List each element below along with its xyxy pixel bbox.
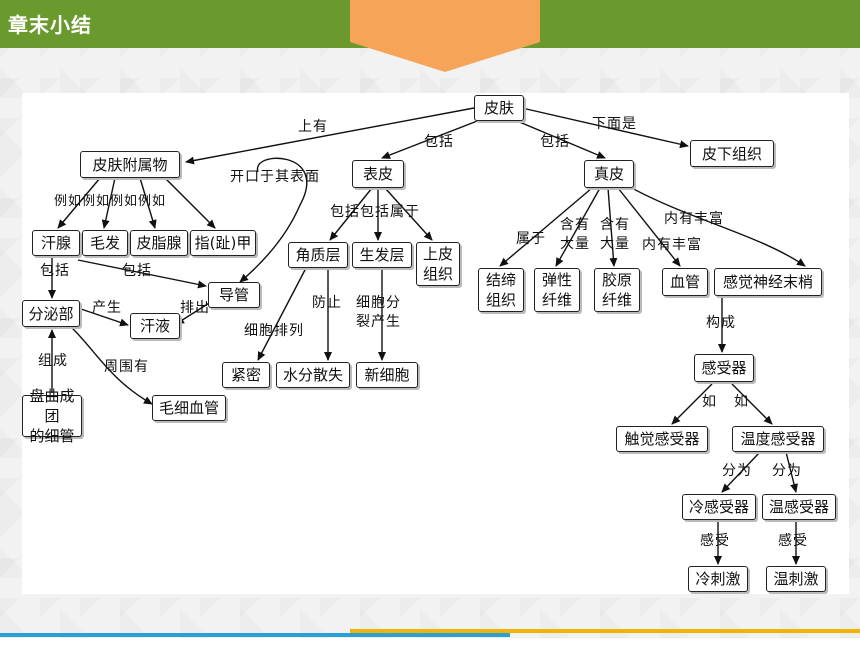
node-zhijia: 指(趾)甲 [190,230,256,256]
node-maofa: 毛发 [82,230,128,256]
node-zhenpi: 真皮 [584,160,634,188]
node-jiaozhiceng: 角质层 [288,242,348,268]
node-jiaoyuan-xianwei: 胶原 纤维 [594,268,640,312]
label-ru-1: 如 [702,394,717,410]
label-baokuo-fenmibu: 包括 [40,263,70,279]
label-zucheng: 组成 [38,353,68,369]
label-xibao-pailie: 细胞排列 [244,323,304,339]
label-ganshou-2: 感受 [778,533,808,549]
node-wen-cijia: 温刺激 [766,566,826,592]
node-hanxian: 汗腺 [32,230,80,256]
label-zhouweiyou: 周围有 [104,359,149,375]
node-ganshouqi: 感受器 [694,354,754,382]
label-neiyou-2: 内有丰富 [642,237,702,253]
label-hanyou-2: 含有 大量 [600,217,630,252]
label-paichu: 排出 [180,300,210,316]
node-wendu-ganshouqi: 温度感受器 [732,426,824,452]
node-panqu: 盘曲成团 的细管 [22,387,82,445]
node-xueguan: 血管 [662,268,708,296]
node-wen-ganshouqi: 温感受器 [762,494,836,520]
node-leng-ganshouqi: 冷感受器 [682,494,756,520]
node-jinmi: 紧密 [222,362,270,388]
label-fenwei-1: 分为 [722,463,752,479]
node-maoxi-xueguan: 毛细血管 [152,395,226,421]
node-pizhixian: 皮脂腺 [130,230,188,256]
node-hanye: 汗液 [130,313,180,339]
label-baokuo-zhenpi: 包括 [540,134,570,150]
label-ru-2: 如 [734,394,749,410]
node-ganjue-shenjing: 感觉神经末梢 [714,268,822,296]
node-jiedi-zuzhi: 结缔 组织 [478,268,524,312]
label-baokuo-daoguan: 包括 [122,263,152,279]
label-goucheng: 构成 [706,315,736,331]
label-shangyou: 上有 [298,119,328,135]
node-shuifen-sanshi: 水分散失 [276,362,350,388]
node-tanxing-xianwei: 弹性 纤维 [534,268,580,312]
label-baokuo-biaopi: 包括 [424,134,454,150]
node-shengfaceng: 生发层 [352,242,412,268]
label-hanyou-1: 含有 大量 [560,217,590,252]
node-leng-cijia: 冷刺激 [688,566,748,592]
label-baokuo-shuyu: 包括包括属于 [330,204,420,220]
header-tab-decoration [350,0,540,72]
label-chansheng: 产生 [92,300,122,316]
label-kaikou: 开口于其表面 [230,169,320,185]
node-pifu: 皮肤 [474,95,524,121]
footer-stripe-blue [0,633,510,637]
label-fangzhi: 防止 [312,295,342,311]
slide-title: 章末小结 [8,13,92,37]
label-fenwei-2: 分为 [772,463,802,479]
footer-stripe-yellow [350,629,860,633]
label-shuyu: 属于 [516,231,546,247]
label-neiyou-1: 内有丰富 [664,211,724,227]
label-xibao-fenlie: 细胞分 裂产生 [356,295,401,330]
label-ganshou-1: 感受 [700,533,730,549]
label-xiamianshi: 下面是 [592,116,637,132]
node-biaopi: 表皮 [352,160,404,188]
node-daoguan: 导管 [208,282,260,308]
node-pixia-zuzhi: 皮下组织 [690,140,774,167]
label-liru: 例如例如例如例如 [54,194,167,209]
node-xin-xibao: 新细胞 [356,362,418,388]
node-shangpi-zuzhi: 上皮 组织 [416,242,460,286]
node-pifu-fushuwu: 皮肤附属物 [80,151,180,178]
node-fenmibu: 分泌部 [22,300,80,327]
node-chujue-ganshouqi: 触觉感受器 [616,426,708,452]
